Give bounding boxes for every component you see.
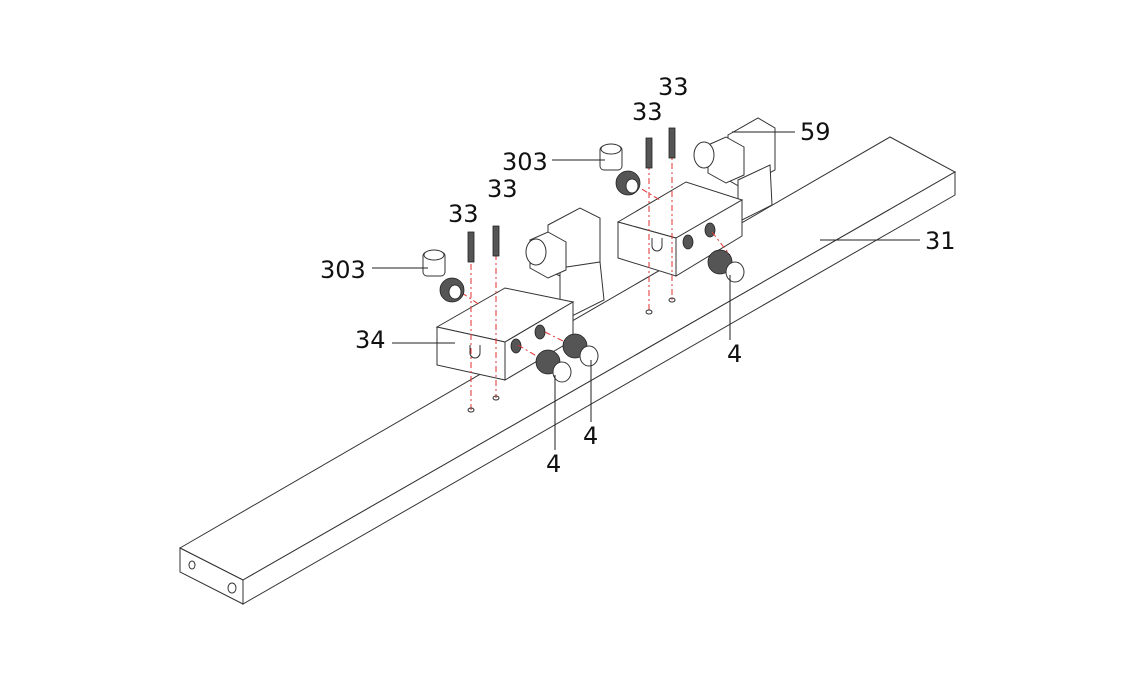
screw-icon [492,225,500,257]
push-fitting-left-1 [535,349,572,383]
leader-lines [372,131,920,450]
label-4-right: 4 [727,340,742,368]
label-33-right-2: 33 [658,73,689,101]
label-59: 59 [800,118,831,146]
valve-left [422,207,605,413]
label-4-left-2: 4 [583,422,598,450]
label-303-left: 303 [320,256,366,284]
elbow-fitting-right [599,143,641,196]
label-303-right: 303 [502,148,548,176]
label-31: 31 [925,227,956,255]
mounting-bar [178,136,957,605]
screw-icon [668,127,676,159]
push-fitting-left-2 [562,333,599,367]
label-34: 34 [355,326,386,354]
screw-icon [467,231,475,263]
screw-icon [645,137,653,169]
elbow-fitting-left [422,249,465,303]
label-4-left-1: 4 [546,450,561,478]
valve-right [599,117,776,315]
label-33-left-2: 33 [487,175,518,203]
label-33-left-1: 33 [448,200,479,228]
label-33-right-1: 33 [632,98,663,126]
bar-hole [188,560,196,570]
bar-hole [227,582,237,594]
